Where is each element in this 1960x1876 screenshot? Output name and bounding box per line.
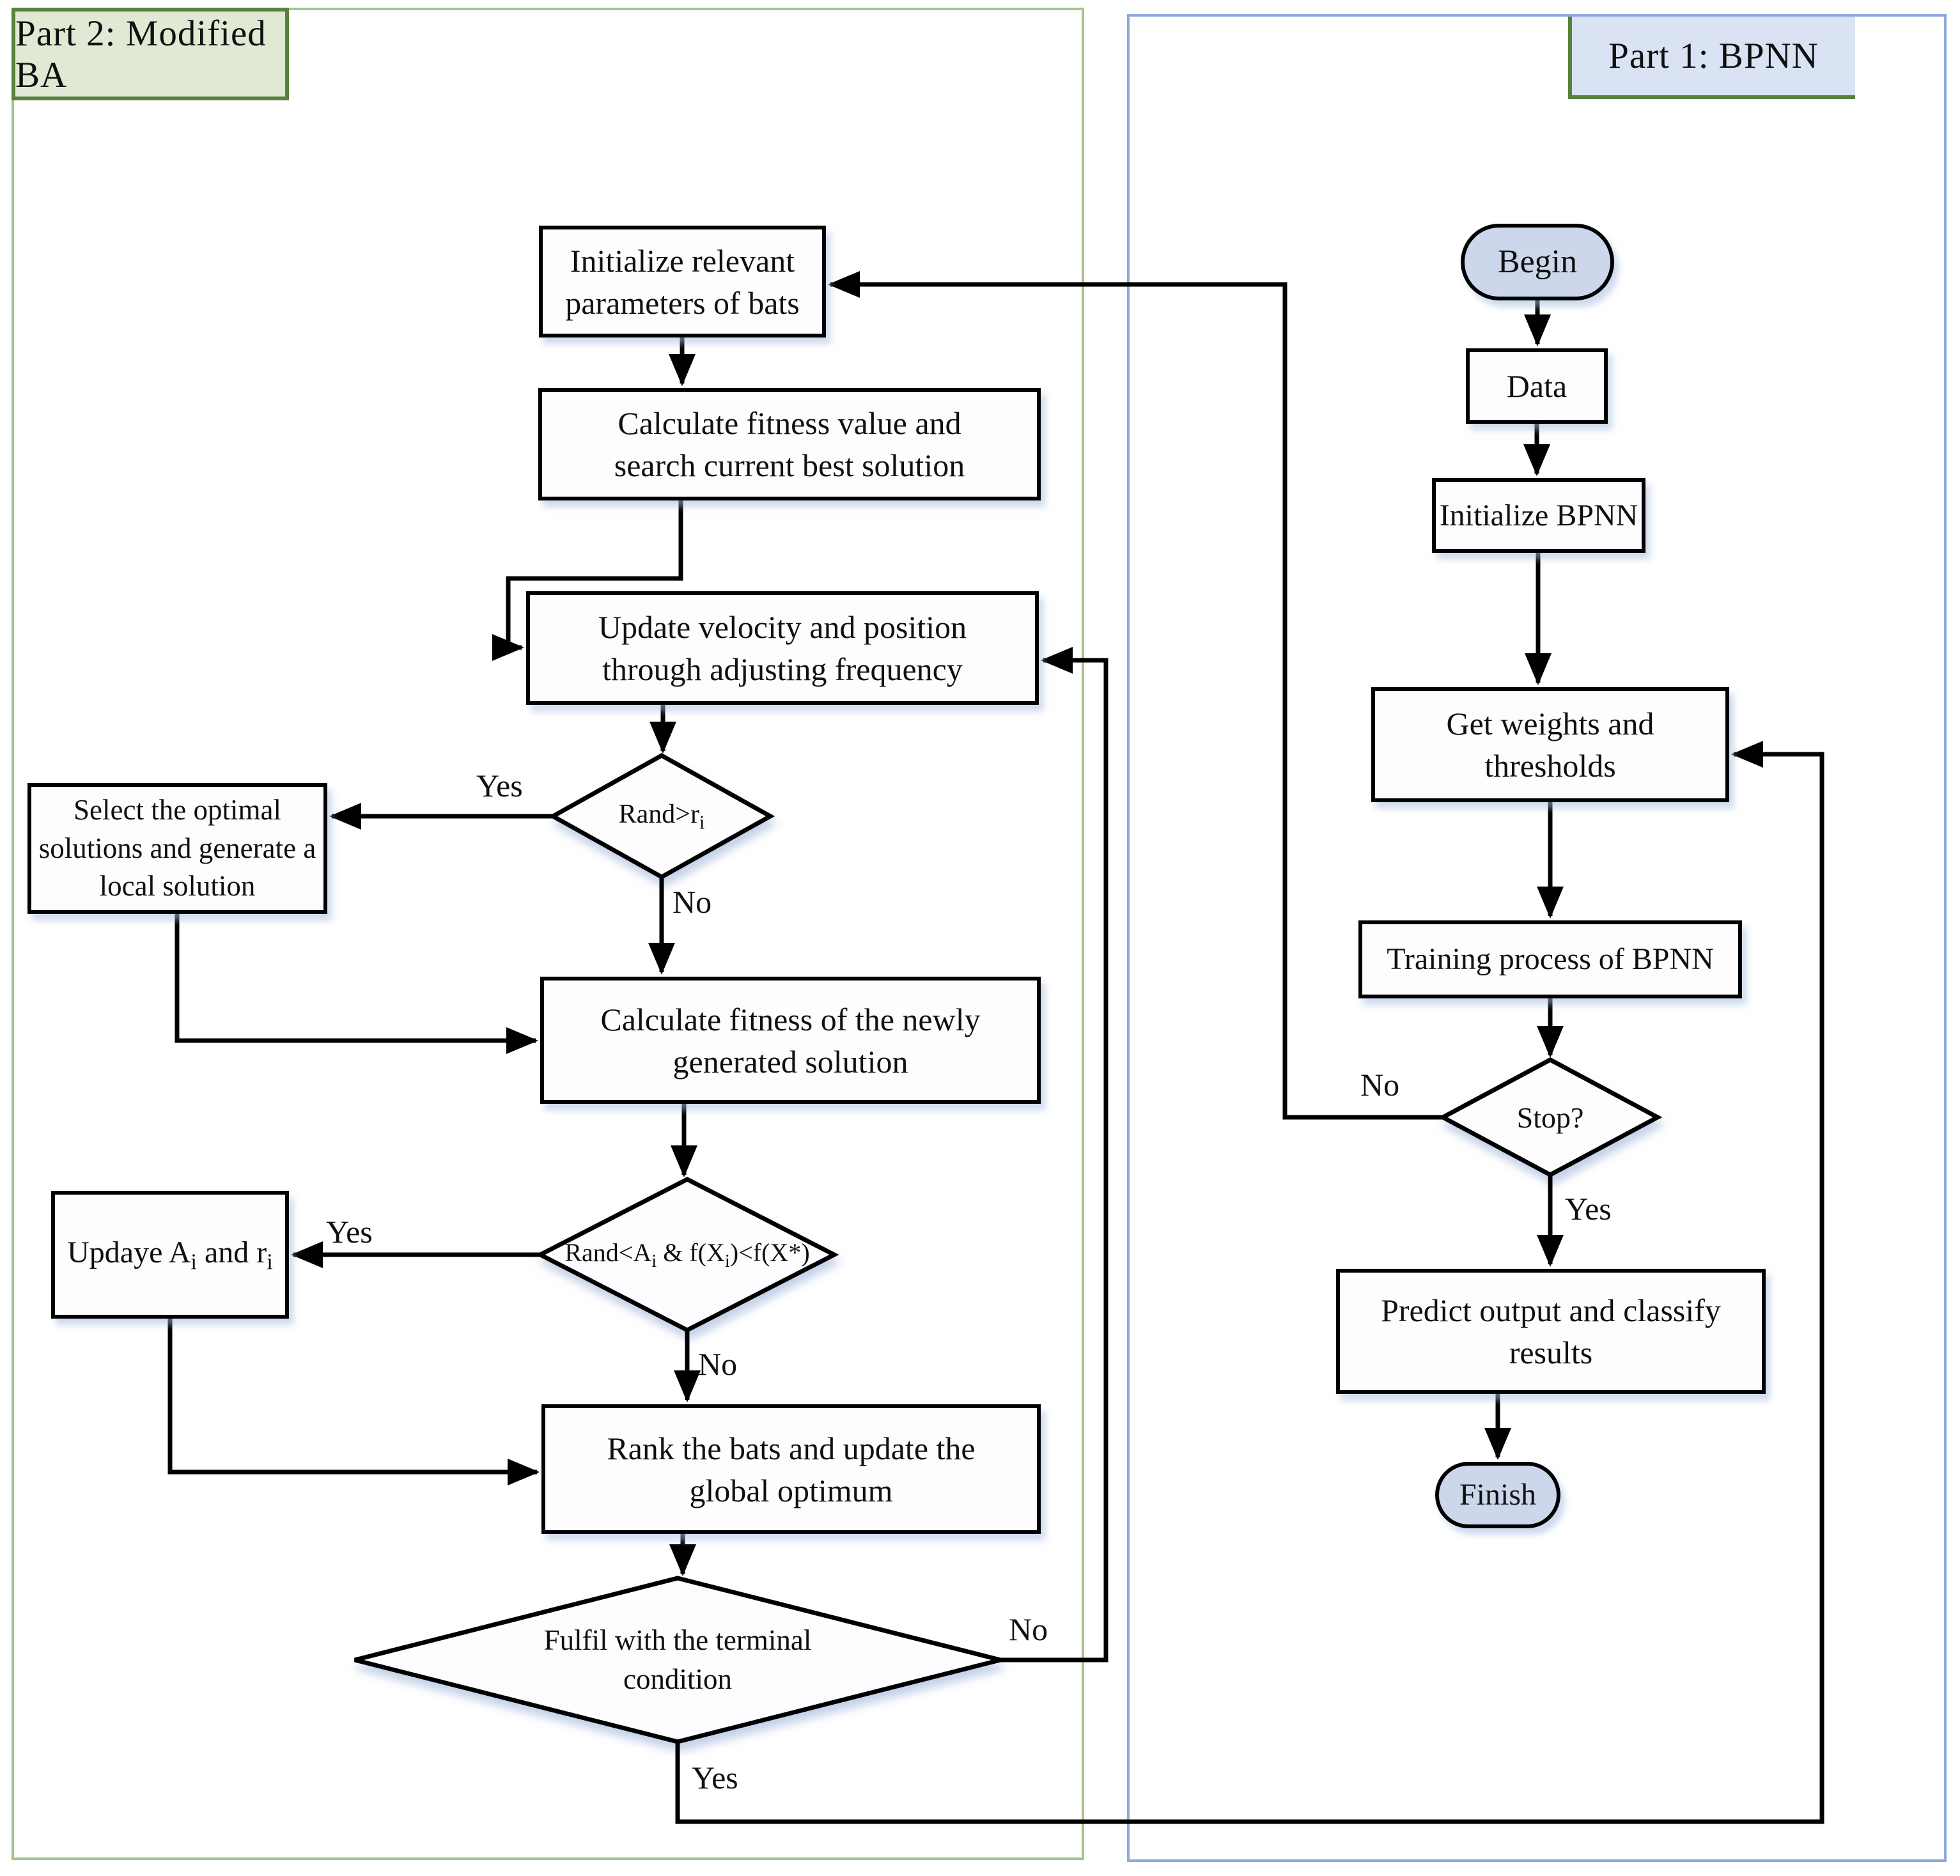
node-init-bats: Initialize relevant parameters of bats xyxy=(539,226,826,337)
diamond-terminal-text: Fulfil with the terminal condition xyxy=(543,1624,812,1695)
edge-label-rand-ai-no: No xyxy=(698,1346,738,1382)
edge-terminal-yes-to-get-weights xyxy=(675,741,1824,1824)
node-select-optimal: Select the optimal solutions and generat… xyxy=(27,783,327,914)
diamond-stop-text: Stop? xyxy=(1516,1101,1584,1134)
diamond-rand-ri-text: Rand>ri xyxy=(618,799,705,833)
node-data: Data xyxy=(1466,348,1608,424)
edge-label-stop-no: No xyxy=(1360,1067,1400,1103)
node-finish-text: Finish xyxy=(1459,1478,1537,1512)
node-training-text: Training process of BPNN xyxy=(1387,942,1714,977)
diamond-rand-ai-text: Rand<Ai & f(Xi)<f(X*) xyxy=(564,1238,810,1271)
edge-label-rand-ri-yes: Yes xyxy=(476,768,523,803)
node-calc-fitness-new-text: Calculate fitness of the newly generated… xyxy=(600,1001,981,1080)
node-rank-bats: Rank the bats and update the global opti… xyxy=(541,1404,1041,1534)
node-finish: Finish xyxy=(1435,1462,1560,1528)
node-updaye-ai-ri-text: Updaye Ai and ri xyxy=(67,1235,273,1275)
modified-ba-frame xyxy=(12,8,1084,1860)
node-begin-text: Begin xyxy=(1497,243,1578,280)
node-training: Training process of BPNN xyxy=(1358,920,1742,998)
edge-label-stop-yes: Yes xyxy=(1565,1191,1612,1227)
part2-label: Part 2: Modified BA xyxy=(12,8,289,100)
node-updaye-ai-ri: Updaye Ai and ri xyxy=(51,1191,289,1319)
node-init-bpnn: Initialize BPNN xyxy=(1432,478,1645,553)
edge-updaye-to-rank xyxy=(167,1319,540,1485)
node-calc-fitness: Calculate fitness value and search curre… xyxy=(538,388,1041,500)
part1-label: Part 1: BPNN xyxy=(1568,17,1855,99)
edge-stop-no-to-init-bats xyxy=(828,271,1443,1120)
edge-label-terminal-no: No xyxy=(1009,1611,1048,1647)
node-get-weights: Get weights and thresholds xyxy=(1371,687,1729,802)
edge-label-terminal-yes: Yes xyxy=(692,1760,738,1795)
part2-label-text: Part 2: Modified BA xyxy=(15,13,267,95)
node-select-optimal-text: Select the optimal solutions and generat… xyxy=(38,794,316,903)
node-init-bpnn-text: Initialize BPNN xyxy=(1439,498,1638,532)
node-init-bats-text: Initialize relevant parameters of bats xyxy=(565,242,800,321)
node-rank-bats-text: Rank the bats and update the global opti… xyxy=(607,1430,976,1508)
node-calc-fitness-new: Calculate fitness of the newly generated… xyxy=(540,977,1041,1104)
node-get-weights-text: Get weights and thresholds xyxy=(1446,706,1654,784)
edge-label-rand-ri-no: No xyxy=(673,884,712,920)
node-update-velocity: Update velocity and position through adj… xyxy=(526,591,1039,705)
edge-calc-fitness-to-update-velocity xyxy=(492,500,683,661)
node-calc-fitness-text: Calculate fitness value and search curre… xyxy=(614,405,965,483)
part1-label-text: Part 1: BPNN xyxy=(1608,36,1819,76)
bpnn-frame xyxy=(1127,14,1947,1862)
node-predict: Predict output and classify results xyxy=(1336,1269,1766,1394)
edge-terminal-no-to-update-velocity xyxy=(1000,647,1108,1663)
edge-select-to-calc-new xyxy=(175,914,538,1054)
edge-label-rand-ai-yes: Yes xyxy=(326,1214,373,1250)
node-update-velocity-text: Update velocity and position through adj… xyxy=(598,609,967,687)
node-data-text: Data xyxy=(1506,368,1567,404)
node-begin: Begin xyxy=(1461,224,1614,300)
node-predict-text: Predict output and classify results xyxy=(1381,1292,1721,1370)
